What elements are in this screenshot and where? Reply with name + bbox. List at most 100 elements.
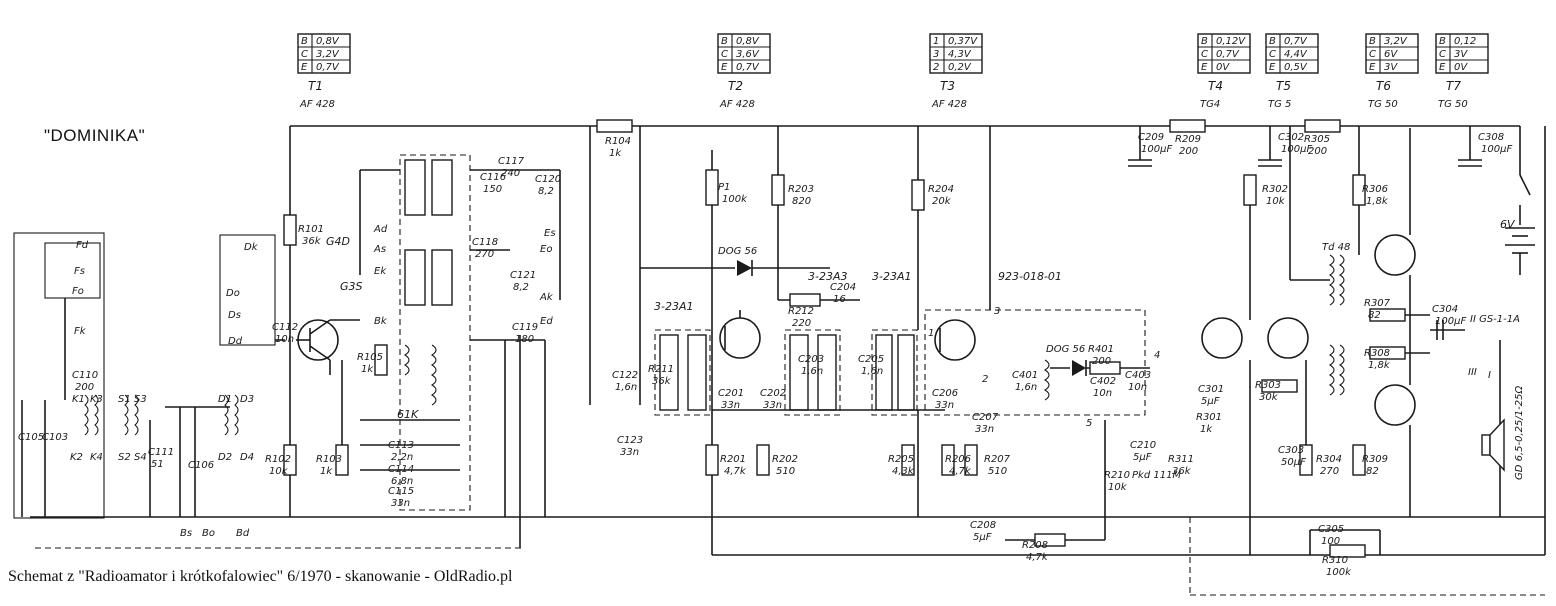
component-value: 100µF (1481, 144, 1512, 155)
switch-contact-fs: Fs (74, 266, 85, 277)
component-value: 270 (1320, 466, 1339, 477)
component-value: 200 (1092, 356, 1111, 367)
coil-tap-s3: S3 (134, 394, 147, 405)
component-value: 100k (722, 194, 748, 205)
component-name: C304 (1432, 304, 1458, 315)
component-value: 33n (935, 400, 954, 411)
node-4: 4 (1154, 350, 1160, 361)
bias-pin: E (1201, 62, 1208, 73)
switch-contact-dk: Dk (244, 242, 259, 253)
bias-pin: E (721, 62, 728, 73)
node-1: 1 (928, 328, 934, 339)
coil-tap-k4: K4 (90, 452, 103, 463)
component-name: R202 (772, 454, 798, 465)
label-module: 923-018-01 (998, 270, 1062, 283)
component-value: 10k (269, 466, 289, 477)
component-value: 36k (652, 376, 672, 387)
switch-contact-dd: Dd (228, 336, 243, 347)
component-name: R206 (945, 454, 971, 465)
bias-pin: C (1201, 49, 1208, 60)
component-name: C112 (272, 322, 298, 333)
switch-contact-fo: Fo (72, 286, 84, 297)
component-name: C403 (1125, 370, 1151, 381)
component-value: 5µF (973, 532, 992, 543)
component-name: R308 (1364, 348, 1390, 359)
component-value: 180 (515, 334, 534, 345)
bias-pin: E (301, 62, 308, 73)
bias-voltage: 4,3V (948, 49, 972, 60)
coil-tap-s2: S2 (118, 452, 131, 463)
transistor-id: T2 (728, 79, 743, 93)
component-value: 4,7k (1026, 552, 1049, 563)
coil-tap-d2: D2 (218, 452, 232, 463)
bias-voltage: 3,2V (1384, 36, 1408, 47)
switch-contact-es: Es (544, 228, 556, 239)
bias-pin: C (1439, 49, 1446, 60)
coil-tap-k3: K3 (90, 394, 103, 405)
component-value: 10k (1108, 482, 1128, 493)
bias-voltage: 0,12V (1216, 36, 1246, 47)
component-labels: R10136kR10210kR1031kR1041kR1051kR2014,7k… (18, 132, 1512, 578)
if-stages (589, 119, 978, 517)
component-value: 5µF (1201, 396, 1220, 407)
bias-voltage: 0,7V (1216, 49, 1240, 60)
component-value: 16 (833, 294, 846, 305)
component-name: R303 (1255, 380, 1281, 391)
component-name: R211 (648, 364, 674, 375)
label-g4d: G4D (326, 235, 350, 248)
bias-pin: C (1269, 49, 1276, 60)
component-value: 1k (1200, 424, 1213, 435)
bias-voltage: 0,2V (948, 62, 972, 73)
component-value: 200 (1179, 146, 1198, 157)
component-value: 1k (361, 364, 374, 375)
bias-voltage: 0,5V (1284, 62, 1308, 73)
component-value: 36k (302, 236, 322, 247)
component-value: 1,8k (1366, 196, 1389, 207)
component-value: 510 (776, 466, 795, 477)
bias-voltage: 0V (1216, 62, 1230, 73)
component-name: C106 (188, 460, 214, 471)
component-name: R204 (928, 184, 954, 195)
transistor-type: TG 50 (1438, 99, 1468, 110)
bias-pin: B (1269, 36, 1276, 47)
coil-tap-k2: K2 (70, 452, 83, 463)
component-name: R103 (316, 454, 342, 465)
component-name: R302 (1262, 184, 1288, 195)
bias-pin: C (1369, 49, 1376, 60)
label-if3: 3-23A1 (872, 270, 912, 283)
component-value: 1,6n (801, 366, 823, 377)
component-value: 2,2n (391, 452, 413, 463)
component-name: R205 (888, 454, 914, 465)
component-name: R311 (1168, 454, 1194, 465)
component-name: R309 (1362, 454, 1388, 465)
component-name: C207 (972, 412, 999, 423)
component-name: C119 (512, 322, 538, 333)
component-name: C202 (760, 388, 786, 399)
component-name: C110 (72, 370, 98, 381)
component-name: C302 (1278, 132, 1304, 143)
bias-pin: C (301, 49, 308, 60)
